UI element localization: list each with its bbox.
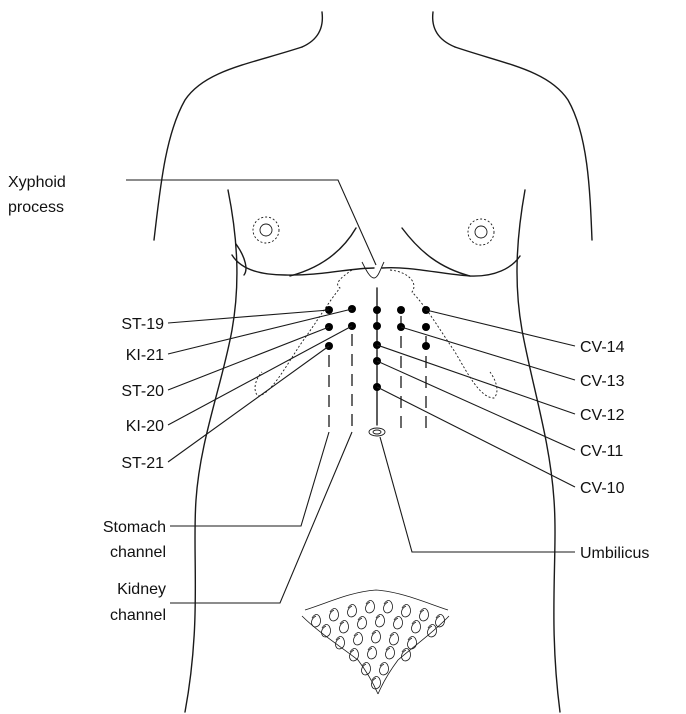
- xiphoid-outline: [362, 262, 384, 278]
- pubic-hair: [302, 590, 449, 694]
- rib-cage-outline: [255, 270, 352, 396]
- point-cv13: [373, 322, 381, 330]
- label-kidney-line2: channel: [110, 607, 166, 624]
- label-cv10: CV-10: [580, 480, 625, 497]
- point-ki21-right: [397, 306, 405, 314]
- leader-umbilicus: [380, 437, 575, 552]
- areola-left: [253, 217, 279, 243]
- label-st20: ST-20: [121, 383, 164, 400]
- arm-inner-left: [185, 190, 237, 712]
- shoulder-left: [154, 47, 302, 240]
- arm-inner-right: [517, 190, 560, 712]
- leader-cv12: [377, 345, 575, 414]
- rib-cage-outline-right: [390, 270, 497, 398]
- neck-left: [302, 12, 322, 47]
- leader-kidney-channel: [170, 432, 352, 603]
- areola-right: [468, 219, 494, 245]
- leader-cv14: [426, 310, 575, 346]
- label-ki21: KI-21: [126, 347, 164, 364]
- label-st19: ST-19: [121, 316, 164, 333]
- leader-st21: [168, 346, 329, 462]
- leader-stomach-channel: [170, 432, 329, 526]
- label-cv12: CV-12: [580, 407, 625, 424]
- breast-left-top: [236, 244, 246, 275]
- label-stomach-line1: Stomach: [103, 519, 166, 536]
- leader-lines: [126, 180, 575, 603]
- label-kidney-line1: Kidney: [117, 581, 166, 598]
- leader-st20: [168, 327, 329, 390]
- label-cv14: CV-14: [580, 339, 625, 356]
- label-stomach-line2: channel: [110, 544, 166, 561]
- nipple-left: [260, 224, 272, 236]
- label-cv11: CV-11: [580, 443, 623, 460]
- point-cv14: [373, 306, 381, 314]
- label-cv13: CV-13: [580, 373, 625, 390]
- leader-cv13: [401, 327, 575, 380]
- label-xyphoid-line1: Xyphoid: [8, 174, 66, 191]
- label-st21: ST-21: [121, 455, 164, 472]
- label-xyphoid-line2: process: [8, 199, 64, 216]
- leader-xyphoid: [126, 180, 376, 265]
- leader-ki20: [168, 326, 352, 425]
- neck-right: [433, 12, 455, 47]
- umbilicus-mark: [369, 428, 385, 436]
- shoulder-right: [455, 47, 592, 240]
- label-umbilicus: Umbilicus: [580, 545, 649, 562]
- label-ki20: KI-20: [126, 418, 164, 435]
- breast-left-top-2: [290, 228, 356, 276]
- nipple-right: [475, 226, 487, 238]
- point-st20-right: [422, 323, 430, 331]
- torso-outline: [154, 12, 592, 712]
- point-st21-right: [422, 342, 430, 350]
